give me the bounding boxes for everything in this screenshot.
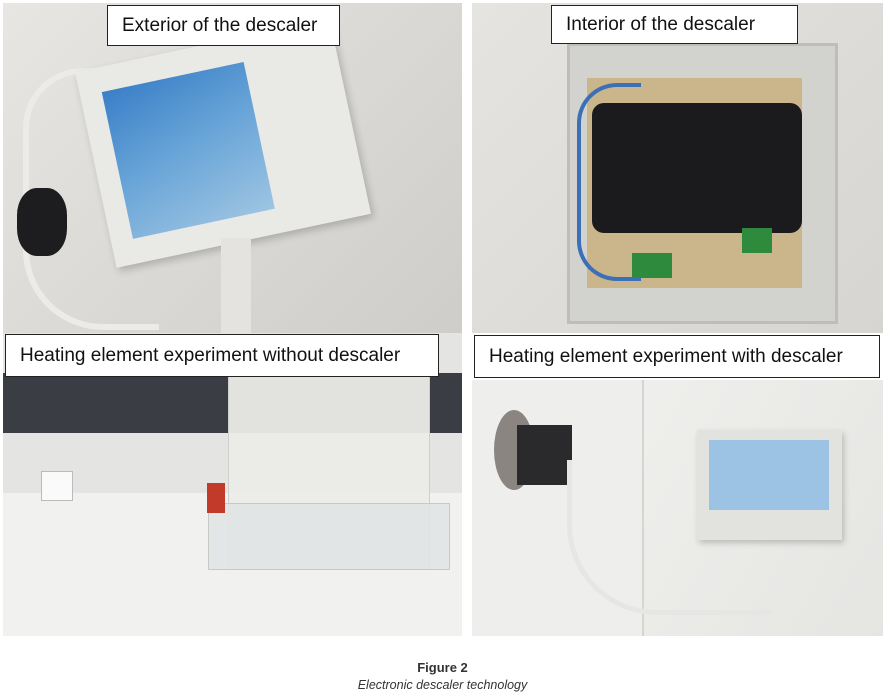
figure-caption-title: Figure 2 bbox=[417, 660, 468, 675]
figure-caption-text: Electronic descaler technology bbox=[357, 678, 528, 692]
plug bbox=[17, 188, 67, 256]
panel-label-without-descaler: Heating element experiment without desca… bbox=[5, 334, 439, 377]
descaler-box bbox=[697, 430, 842, 540]
meter bbox=[41, 471, 73, 501]
photo-without-descaler bbox=[3, 333, 462, 636]
heater bbox=[207, 483, 225, 513]
descaler-sticker bbox=[101, 61, 275, 239]
clamp bbox=[517, 425, 572, 485]
descaler-sticker bbox=[709, 440, 829, 510]
tray bbox=[208, 503, 450, 570]
panel-label-with-descaler: Heating element experiment with descaler bbox=[474, 335, 880, 378]
panel-label-interior: Interior of the descaler bbox=[551, 5, 798, 44]
photo-with-descaler bbox=[472, 380, 883, 636]
descaler-box bbox=[75, 18, 371, 268]
panel-label-exterior: Exterior of the descaler bbox=[107, 5, 340, 46]
potting-block bbox=[592, 103, 802, 233]
terminal bbox=[632, 253, 672, 278]
photo-interior bbox=[472, 3, 883, 333]
terminal bbox=[742, 228, 772, 253]
cable-gland bbox=[221, 238, 251, 333]
wires bbox=[577, 83, 641, 281]
cable bbox=[567, 460, 772, 615]
photo-exterior bbox=[3, 3, 462, 333]
